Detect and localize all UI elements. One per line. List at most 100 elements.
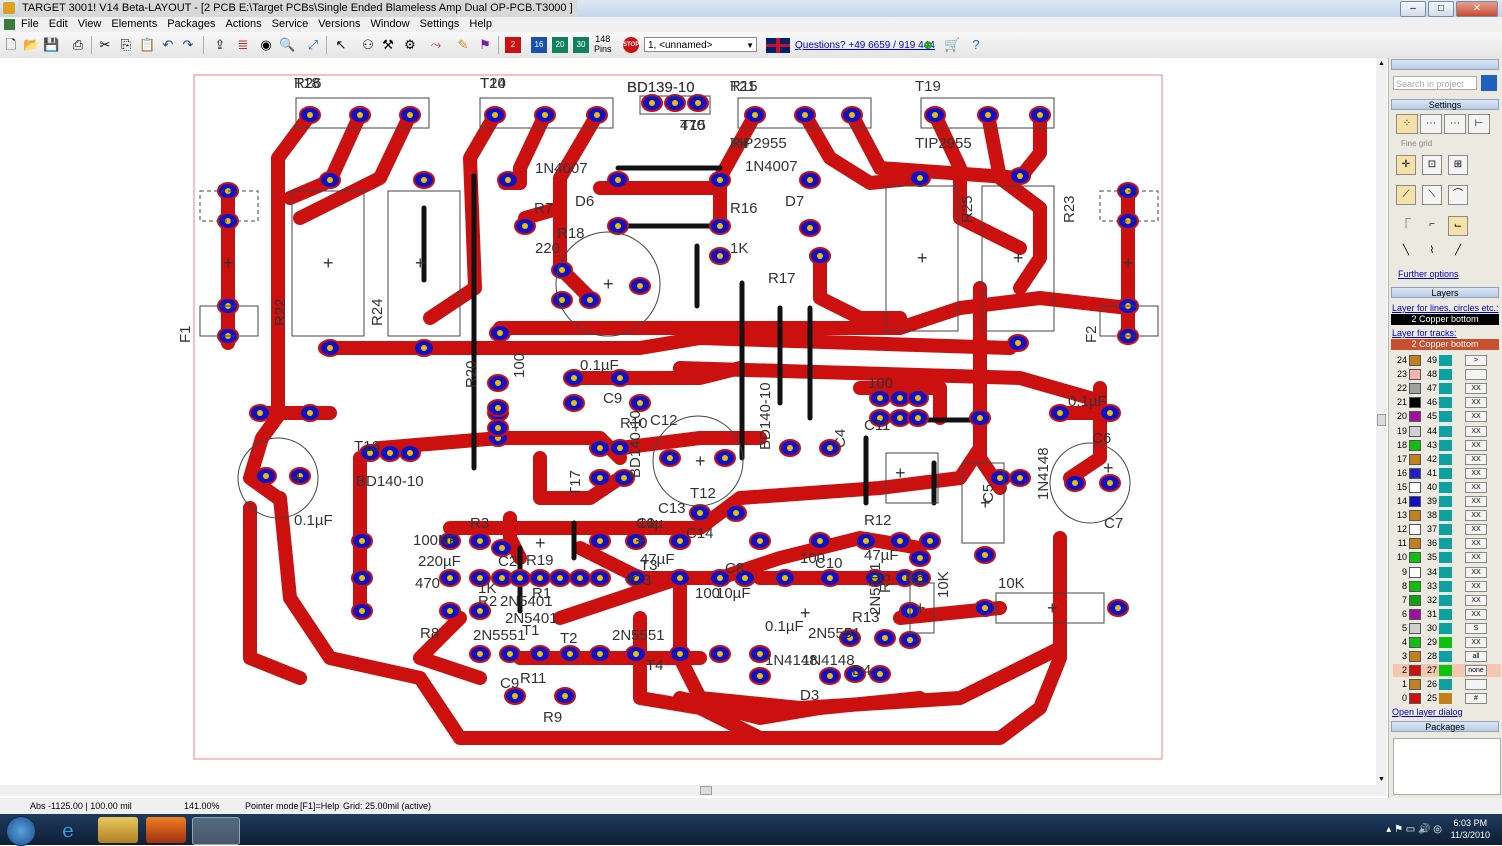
menu-help[interactable]: Help bbox=[469, 18, 492, 30]
layer-color-swatch[interactable] bbox=[1439, 524, 1452, 536]
grid-dots-icon[interactable]: ⁘ bbox=[1396, 114, 1418, 134]
layer-color-swatch[interactable] bbox=[1439, 693, 1452, 705]
layer-color-swatch[interactable] bbox=[1409, 355, 1421, 366]
crosshair-icon[interactable]: ✛ bbox=[1396, 155, 1416, 175]
layer-color-swatch[interactable] bbox=[1409, 383, 1421, 395]
support-link[interactable]: Questions? +49 6659 / 919 444 bbox=[795, 40, 935, 51]
vertical-scroll-thumb[interactable] bbox=[1377, 414, 1386, 426]
layer-color-swatch[interactable] bbox=[1409, 453, 1421, 465]
layer-toggle-button[interactable]: XX bbox=[1465, 637, 1487, 648]
media-player-icon[interactable] bbox=[146, 817, 186, 843]
menu-packages[interactable]: Packages bbox=[167, 18, 216, 30]
paste-icon[interactable]: 📋 bbox=[139, 37, 156, 52]
layer-toggle-button[interactable]: XX bbox=[1465, 411, 1487, 423]
layer-color-swatch[interactable] bbox=[1439, 637, 1452, 648]
cut-icon[interactable]: ✂ bbox=[99, 37, 111, 52]
layer-color-swatch[interactable] bbox=[1409, 510, 1421, 522]
route-step-icon[interactable]: ⌐ bbox=[1429, 219, 1435, 230]
layer-color-swatch[interactable] bbox=[1409, 425, 1421, 437]
route-ortho-icon[interactable]: ⎾ bbox=[1401, 219, 1411, 230]
layer-color-swatch[interactable] bbox=[1439, 651, 1452, 663]
layer-color-swatch[interactable] bbox=[1409, 369, 1421, 381]
layer-color-swatch[interactable] bbox=[1439, 425, 1452, 437]
layer-badge-c[interactable]: 30 bbox=[573, 37, 589, 53]
layer-tracks-link[interactable]: Layer for tracks: bbox=[1392, 328, 1457, 338]
menu-actions[interactable]: Actions bbox=[225, 18, 262, 30]
variant-combo[interactable]: 1, <unnamed> ▼ bbox=[644, 37, 757, 52]
layer-color-swatch[interactable] bbox=[1439, 411, 1452, 423]
layer-toggle-button[interactable]: XX bbox=[1465, 397, 1487, 409]
layer-color-swatch[interactable] bbox=[1439, 369, 1452, 381]
layer-badge-b[interactable]: 20 bbox=[552, 37, 568, 53]
layer-color-swatch[interactable] bbox=[1439, 481, 1452, 493]
grid-h-icon[interactable]: ⊢ bbox=[1468, 114, 1490, 134]
layer-toggle-button[interactable]: XX bbox=[1465, 496, 1487, 507]
layer-color-swatch[interactable] bbox=[1439, 355, 1452, 366]
layer-toggle-button[interactable]: S bbox=[1465, 622, 1487, 634]
project-search-input[interactable]: Search in project bbox=[1393, 76, 1477, 90]
new-file-icon[interactable]: 🗋 bbox=[5, 37, 17, 52]
layer-color-swatch[interactable] bbox=[1409, 608, 1421, 620]
angle-arc-icon[interactable]: ⌒ bbox=[1448, 185, 1468, 205]
minimize-button[interactable]: – bbox=[1400, 1, 1426, 17]
clock[interactable]: 6:03 PM 11/3/2010 bbox=[1451, 817, 1490, 841]
route-slash-icon[interactable]: ╱ bbox=[1454, 245, 1462, 256]
layer-color-swatch[interactable] bbox=[1409, 679, 1421, 691]
layers-header[interactable]: Layers bbox=[1391, 287, 1499, 298]
layer-toggle-button[interactable]: > bbox=[1465, 355, 1487, 366]
menu-file[interactable]: File bbox=[21, 18, 39, 30]
track-icon[interactable]: ⤳ bbox=[430, 37, 442, 52]
layer-toggle-button[interactable]: XX bbox=[1465, 524, 1487, 536]
maximize-button[interactable]: □ bbox=[1428, 1, 1454, 17]
layer-color-swatch[interactable] bbox=[1439, 622, 1452, 634]
menu-service[interactable]: Service bbox=[271, 18, 309, 30]
shop-icon[interactable]: 🛒 bbox=[944, 37, 961, 52]
layer-color-swatch[interactable] bbox=[1439, 552, 1452, 564]
horizontal-scrollbar[interactable] bbox=[0, 785, 1387, 796]
binoculars-icon[interactable]: ⚇ bbox=[362, 37, 374, 52]
start-button[interactable] bbox=[6, 816, 36, 846]
layer-toggle-button[interactable]: XX bbox=[1465, 425, 1487, 437]
layer-color-swatch[interactable] bbox=[1439, 679, 1452, 691]
zoom-fit-icon[interactable]: ⤢ bbox=[307, 37, 319, 52]
open-layer-dialog-link[interactable]: Open layer dialog bbox=[1392, 707, 1463, 717]
layer-toggle-button[interactable]: XX bbox=[1465, 439, 1487, 451]
menu-view[interactable]: View bbox=[77, 18, 102, 30]
save-icon[interactable]: 💾 bbox=[43, 37, 60, 52]
grid-lines-icon[interactable]: ⋯ bbox=[1420, 114, 1442, 134]
layer-color-swatch[interactable] bbox=[1409, 496, 1421, 507]
layers-icon[interactable]: ≣ bbox=[237, 37, 249, 52]
layer-color-swatch[interactable] bbox=[1439, 510, 1452, 522]
layer-color-swatch[interactable] bbox=[1409, 622, 1421, 634]
flag-tool-icon[interactable]: ⚑ bbox=[479, 37, 491, 52]
layer-color-swatch[interactable] bbox=[1409, 594, 1421, 606]
route-icon[interactable]: ⚒ bbox=[382, 37, 394, 52]
layer-toggle-button[interactable]: XX bbox=[1465, 453, 1487, 465]
layer-toggle-button[interactable]: # bbox=[1465, 693, 1487, 705]
layer-color-swatch[interactable] bbox=[1409, 580, 1421, 592]
layer-color-swatch[interactable] bbox=[1409, 524, 1421, 536]
layer-color-swatch[interactable] bbox=[1439, 439, 1452, 451]
scroll-down-icon[interactable]: ▼ bbox=[1378, 776, 1385, 783]
layer-color-swatch[interactable] bbox=[1409, 566, 1421, 578]
angle-any-icon[interactable]: ⟍ bbox=[1422, 185, 1442, 205]
grid-small-icon[interactable]: ⋯ bbox=[1444, 114, 1466, 134]
layer-toggle-button[interactable]: XX bbox=[1465, 594, 1487, 606]
search-people-icon[interactable] bbox=[1481, 75, 1497, 91]
view-icon[interactable]: ◉ bbox=[260, 37, 272, 52]
layer-tracks-value[interactable]: 2 Copper bottom bbox=[1391, 339, 1499, 350]
layer-toggle-button[interactable]: all bbox=[1465, 651, 1487, 663]
